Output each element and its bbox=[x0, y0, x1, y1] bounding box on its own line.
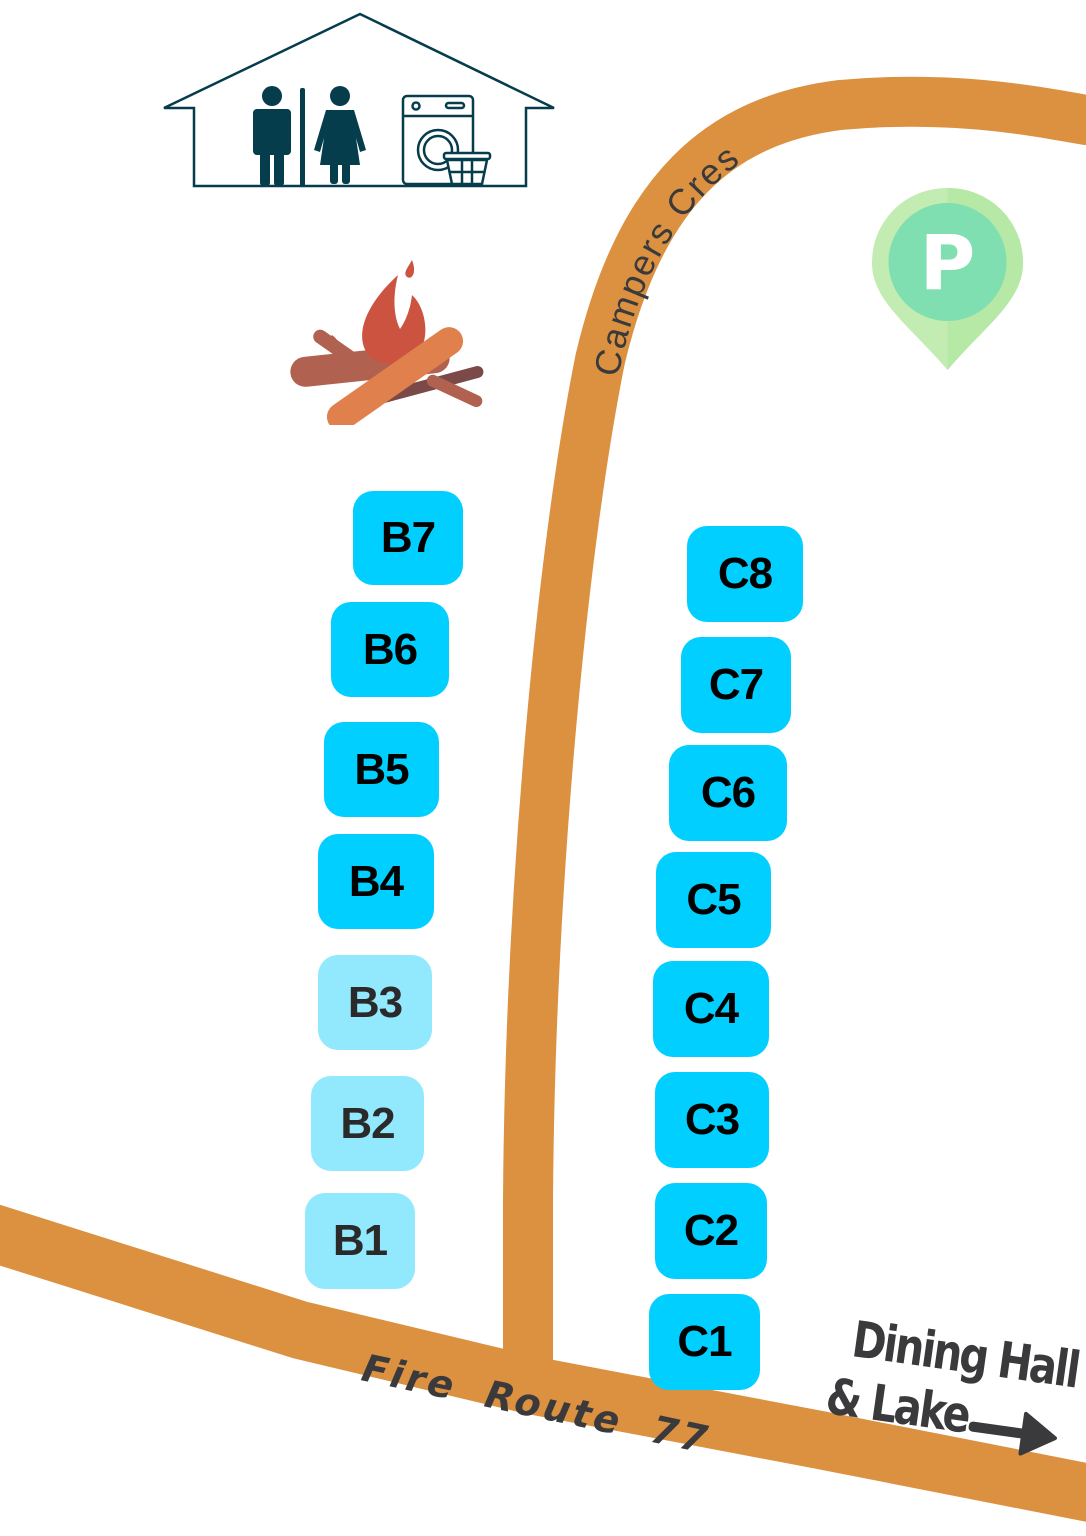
road-campers-cres[interactable] bbox=[503, 76, 1086, 1410]
site-c2[interactable]: C2 bbox=[655, 1183, 767, 1279]
woman-icon bbox=[314, 86, 366, 184]
site-c1[interactable]: C1 bbox=[649, 1294, 760, 1390]
site-b2[interactable]: B2 bbox=[311, 1076, 424, 1171]
washing-machine-icon bbox=[401, 94, 492, 186]
site-b3[interactable]: B3 bbox=[318, 955, 432, 1050]
site-c7[interactable]: C7 bbox=[681, 637, 791, 733]
site-b6[interactable]: B6 bbox=[331, 602, 449, 697]
campfire-icon[interactable] bbox=[285, 255, 495, 425]
washroom-laundry-house-icon[interactable] bbox=[160, 10, 560, 192]
site-b4[interactable]: B4 bbox=[318, 834, 434, 929]
site-b5[interactable]: B5 bbox=[324, 722, 439, 817]
parking-letter: P bbox=[920, 218, 976, 307]
site-b7[interactable]: B7 bbox=[353, 491, 463, 585]
man-icon bbox=[253, 86, 291, 186]
site-c8[interactable]: C8 bbox=[687, 526, 803, 622]
site-c3[interactable]: C3 bbox=[655, 1072, 769, 1168]
site-b1[interactable]: B1 bbox=[305, 1193, 415, 1289]
site-c5[interactable]: C5 bbox=[656, 852, 771, 948]
parking-pin-icon[interactable]: P bbox=[870, 186, 1025, 372]
site-c4[interactable]: C4 bbox=[653, 961, 769, 1057]
site-c6[interactable]: C6 bbox=[669, 745, 787, 841]
